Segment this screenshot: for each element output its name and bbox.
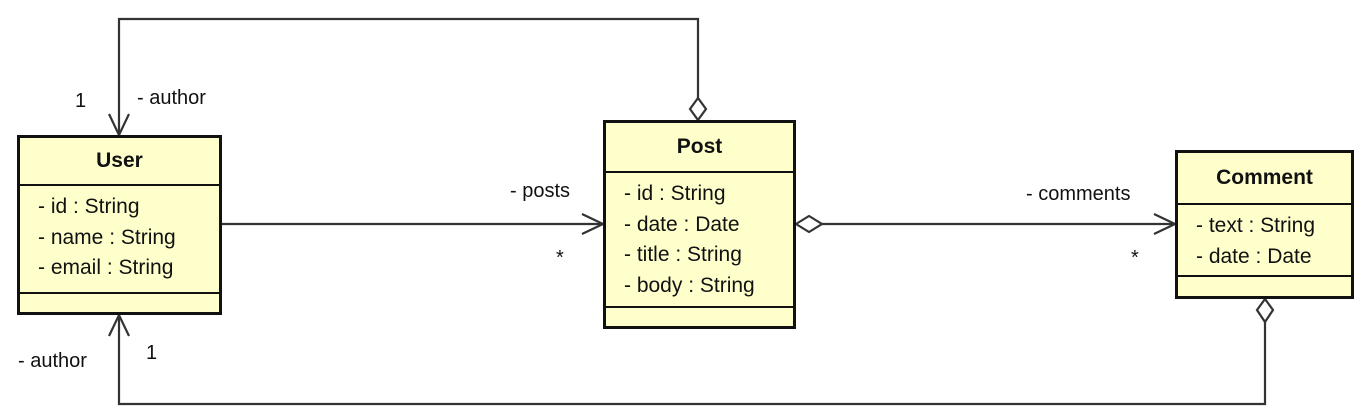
class-comment-attributes: - text : String - date : Date xyxy=(1178,205,1351,277)
class-user-attribute: - name : String xyxy=(38,225,176,249)
post-comments-multiplicity: * xyxy=(1131,247,1139,269)
class-post-operations xyxy=(606,308,793,326)
class-user-operations xyxy=(20,294,219,312)
post-author-line xyxy=(117,17,700,135)
class-comment: Comment - text : String - date : Date xyxy=(1175,150,1354,299)
class-comment-operations xyxy=(1178,277,1351,296)
class-post-attribute: - body : String xyxy=(624,273,755,297)
class-comment-attribute: - date : Date xyxy=(1196,244,1312,268)
comment-author-role-label: - author xyxy=(18,350,87,372)
class-post: Post - id : String - date : Date - title… xyxy=(603,120,796,329)
post-author-multiplicity: 1 xyxy=(75,90,87,112)
class-comment-name: Comment xyxy=(1178,153,1351,205)
class-comment-attribute: - text : String xyxy=(1196,214,1316,237)
comment-author-multiplicity: 1 xyxy=(146,342,158,364)
class-user-attribute: - id : String xyxy=(38,195,140,218)
post-comments-aggregation-diamond xyxy=(793,214,825,234)
class-post-name: Post xyxy=(606,123,793,173)
class-user-attribute: - email : String xyxy=(38,256,174,279)
comment-author-line xyxy=(117,315,1267,406)
user-posts-multiplicity: * xyxy=(556,247,564,269)
comment-author-arrowhead xyxy=(108,312,130,337)
class-user-name: User xyxy=(20,138,219,186)
class-post-attribute: - title : String xyxy=(624,243,742,266)
post-author-role-label: - author xyxy=(137,87,206,109)
class-user-attributes: - id : String - name : String - email : … xyxy=(20,186,219,294)
class-post-attribute: - date : Date xyxy=(624,212,740,236)
post-author-aggregation-diamond xyxy=(688,96,708,122)
post-comments-role-label: - comments xyxy=(1026,183,1131,205)
class-post-attributes: - id : String - date : Date - title : St… xyxy=(606,173,793,308)
comment-author-aggregation-diamond xyxy=(1255,297,1275,324)
class-user: User - id : String - name : String - ema… xyxy=(17,135,222,315)
user-posts-role-label: - posts xyxy=(510,180,571,202)
class-post-attribute: - id : String xyxy=(624,182,726,205)
